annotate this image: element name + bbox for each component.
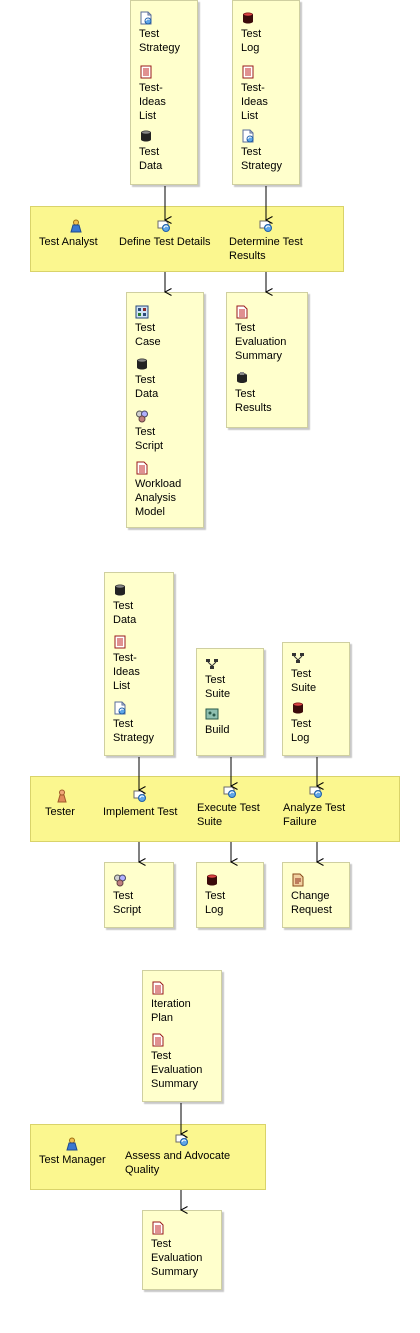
output-box-determine-test-results[interactable]: Test Evaluation Summary Test Results xyxy=(226,292,308,428)
artifact-test-data[interactable]: Test Data xyxy=(113,583,183,627)
artifact-test-evaluation-summary[interactable]: Test Evaluation Summary xyxy=(151,1033,221,1091)
test-log-icon xyxy=(241,11,255,25)
artifact-test-case[interactable]: Test Case xyxy=(135,305,205,349)
artifact-label: Test- Ideas List xyxy=(139,82,166,122)
test-script-icon xyxy=(113,873,127,887)
artifact-test-evaluation-summary[interactable]: Test Evaluation Summary xyxy=(235,305,305,363)
input-box-execute-test-suite[interactable]: Test Suite Build xyxy=(196,648,264,756)
artifact-test-log[interactable]: Test Log xyxy=(205,873,275,917)
output-box-implement-test[interactable]: Test Script xyxy=(104,862,174,928)
artifact-workload-analysis-model[interactable]: Workload Analysis Model xyxy=(135,461,205,519)
artifact-label: Test Log xyxy=(241,28,262,54)
test-suite-icon xyxy=(205,657,219,671)
artifact-label: Test Data xyxy=(139,146,163,172)
role-test-manager[interactable]: Test Manager xyxy=(39,1137,106,1167)
test-strategy-icon xyxy=(139,11,153,25)
output-box-assess-and-advocate-quality[interactable]: Test Evaluation Summary xyxy=(142,1210,222,1290)
artifact-test-log[interactable]: Test Log xyxy=(241,11,311,55)
role-tester[interactable]: Tester xyxy=(45,789,75,819)
test-log-icon xyxy=(205,873,219,887)
test-suite-icon xyxy=(291,651,305,665)
test-evaluation-summary-icon xyxy=(151,1221,165,1235)
build-icon xyxy=(205,707,219,721)
task-icon xyxy=(157,219,171,233)
input-box-define-test-details[interactable]: Test Strategy Test- Ideas List Test Data xyxy=(130,0,198,185)
task-assess-and-advocate-quality[interactable]: Assess and Advocate Quality xyxy=(125,1133,230,1177)
test-data-icon xyxy=(139,129,153,143)
input-box-determine-test-results[interactable]: Test Log Test- Ideas List Test Strategy xyxy=(232,0,300,185)
test-data-icon xyxy=(135,357,149,371)
output-box-execute-test-suite[interactable]: Test Log xyxy=(196,862,264,928)
test-data-icon xyxy=(113,583,127,597)
artifact-test-script[interactable]: Test Script xyxy=(135,409,205,453)
test-ideas-list-icon xyxy=(241,65,255,79)
artifact-test-strategy[interactable]: Test Strategy xyxy=(241,129,311,173)
test-evaluation-summary-icon xyxy=(235,305,249,319)
task-icon xyxy=(175,1133,189,1147)
iteration-plan-icon xyxy=(151,981,165,995)
test-results-icon xyxy=(235,371,249,385)
artifact-label: Test Strategy xyxy=(241,146,282,172)
task-execute-test-suite[interactable]: Execute Test Suite xyxy=(197,785,260,829)
test-strategy-icon xyxy=(241,129,255,143)
task-analyze-test-failure[interactable]: Analyze Test Failure xyxy=(283,785,345,829)
artifact-test-suite[interactable]: Test Suite xyxy=(205,657,275,701)
task-icon xyxy=(309,785,323,799)
role-test-analyst[interactable]: Test Analyst xyxy=(39,219,98,249)
artifact-test-log[interactable]: Test Log xyxy=(291,701,361,745)
artifact-label: Test- Ideas List xyxy=(241,82,268,122)
artifact-test-data[interactable]: Test Data xyxy=(135,357,205,401)
workload-analysis-model-icon xyxy=(135,461,149,475)
input-box-implement-test[interactable]: Test Data Test- Ideas List Test Strategy xyxy=(104,572,174,756)
artifact-test-evaluation-summary[interactable]: Test Evaluation Summary xyxy=(151,1221,221,1279)
artifact-test-ideas-list[interactable]: Test- Ideas List xyxy=(113,635,183,693)
lane-test-analyst: Test Analyst Define Test Details Determi… xyxy=(30,206,344,272)
test-ideas-list-icon xyxy=(113,635,127,649)
artifact-test-results[interactable]: Test Results xyxy=(235,371,305,415)
artifact-test-strategy[interactable]: Test Strategy xyxy=(113,701,183,745)
output-box-define-test-details[interactable]: Test Case Test Data Test Script Workload… xyxy=(126,292,204,528)
test-ideas-list-icon xyxy=(139,65,153,79)
test-strategy-icon xyxy=(113,701,127,715)
test-log-icon xyxy=(291,701,305,715)
artifact-test-suite[interactable]: Test Suite xyxy=(291,651,361,695)
task-implement-test[interactable]: Implement Test xyxy=(103,789,177,819)
artifact-test-strategy[interactable]: Test Strategy xyxy=(139,11,209,55)
artifact-label: Test Strategy xyxy=(139,28,180,54)
change-request-icon xyxy=(291,873,305,887)
test-script-icon xyxy=(135,409,149,423)
lane-tester: Tester Implement Test Execute Test Suite… xyxy=(30,776,400,842)
lane-test-manager: Test Manager Assess and Advocate Quality xyxy=(30,1124,266,1190)
test-manager-role-icon xyxy=(65,1137,79,1151)
task-icon xyxy=(133,789,147,803)
artifact-test-ideas-list[interactable]: Test- Ideas List xyxy=(241,65,311,123)
artifact-build[interactable]: Build xyxy=(205,707,275,737)
artifact-test-script[interactable]: Test Script xyxy=(113,873,183,917)
tester-role-icon xyxy=(55,789,69,803)
test-evaluation-summary-icon xyxy=(151,1033,165,1047)
test-analyst-role-icon xyxy=(69,219,83,233)
task-icon xyxy=(259,219,273,233)
artifact-change-request[interactable]: Change Request xyxy=(291,873,361,917)
artifact-test-ideas-list[interactable]: Test- Ideas List xyxy=(139,65,209,123)
artifact-test-data[interactable]: Test Data xyxy=(139,129,209,173)
input-box-assess-and-advocate-quality[interactable]: Iteration Plan Test Evaluation Summary xyxy=(142,970,222,1102)
task-determine-test-results[interactable]: Determine Test Results xyxy=(229,219,303,263)
task-define-test-details[interactable]: Define Test Details xyxy=(119,219,211,249)
input-box-analyze-test-failure[interactable]: Test Suite Test Log xyxy=(282,642,350,756)
test-case-icon xyxy=(135,305,149,319)
task-icon xyxy=(223,785,237,799)
artifact-iteration-plan[interactable]: Iteration Plan xyxy=(151,981,221,1025)
output-box-analyze-test-failure[interactable]: Change Request xyxy=(282,862,350,928)
